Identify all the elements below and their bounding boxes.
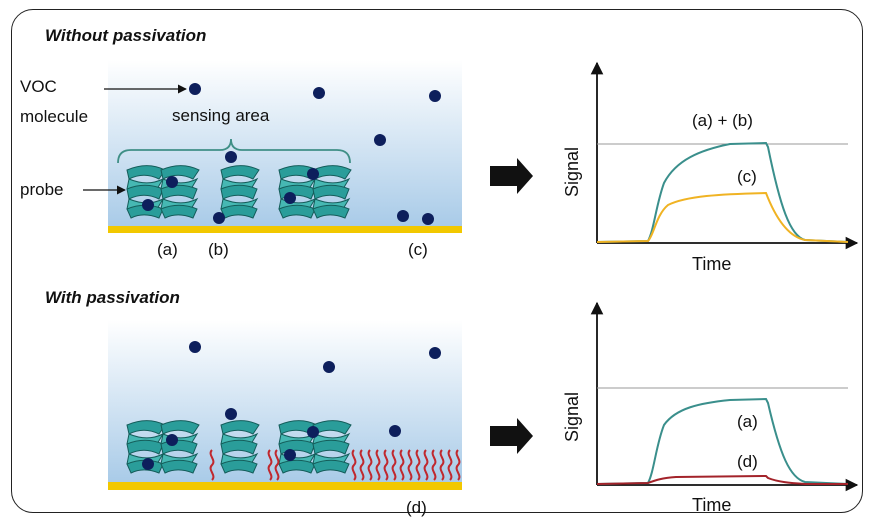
helix-probe-icon — [160, 165, 200, 219]
curve-label-ab: (a) + (b) — [692, 111, 753, 130]
figure-frame — [11, 9, 863, 513]
label-c: (c) — [408, 240, 428, 259]
curve-c — [596, 191, 849, 243]
sensing-area-label: sensing area — [172, 106, 270, 125]
voc-molecule-icon — [142, 83, 441, 225]
label-d: (d) — [406, 498, 427, 517]
curve-label-d: (d) — [737, 452, 758, 471]
bottom-graph-x-label: Time — [692, 495, 732, 515]
helix-probe-icon — [312, 420, 352, 474]
bottom-signal-graph — [590, 301, 859, 492]
arrow-right-icon — [490, 418, 533, 454]
bottom-sensor-panel — [108, 320, 462, 490]
bottom-graph-y-label: Signal — [562, 391, 582, 442]
top-signal-graph — [590, 61, 859, 250]
label-a: (a) — [157, 240, 178, 259]
helix-probe-icon — [220, 165, 260, 219]
bottom-substrate — [108, 482, 462, 490]
curve-a — [596, 397, 849, 485]
helix-probe-icon — [220, 420, 260, 474]
top-graph-x-label: Time — [692, 254, 732, 274]
probe-label: probe — [20, 180, 64, 199]
voc-molecule-icon — [142, 341, 441, 470]
top-graph-y-label: Signal — [562, 146, 582, 197]
helix-probe-icon — [160, 420, 200, 474]
top-sensor-panel — [83, 60, 462, 233]
curve-label-c: (c) — [737, 167, 757, 186]
curve-d — [596, 474, 848, 485]
curve-label-a: (a) — [737, 412, 758, 431]
top-section-title: Without passivation — [45, 26, 207, 45]
voc-label: VOC — [20, 77, 57, 96]
bottom-section-title: With passivation — [45, 288, 180, 307]
molecule-label: molecule — [20, 107, 89, 126]
sensing-area-bracket — [117, 138, 351, 164]
label-b: (b) — [208, 240, 229, 259]
arrow-right-icon — [490, 158, 533, 194]
top-substrate — [108, 226, 462, 233]
curve-ab — [596, 141, 849, 243]
